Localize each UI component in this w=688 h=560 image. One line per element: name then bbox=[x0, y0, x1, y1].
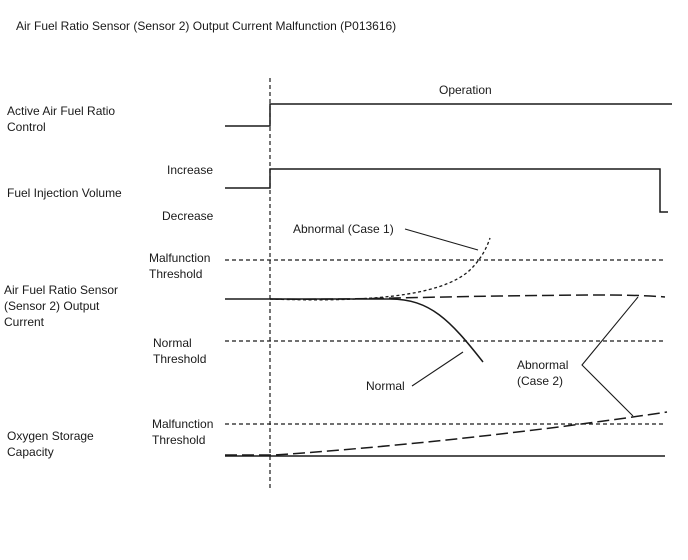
label-active-control-line2: Control bbox=[7, 120, 46, 134]
sensor-current-abnormal-case1-curve bbox=[269, 237, 491, 301]
label-malfunction-threshold-2-line2: Threshold bbox=[152, 433, 205, 447]
label-fuel-injection: Fuel Injection Volume bbox=[7, 186, 122, 200]
sensor-current-abnormal-case2-curve bbox=[269, 294, 666, 300]
label-oxygen-storage-line1: Oxygen Storage bbox=[7, 429, 94, 443]
label-increase: Increase bbox=[167, 163, 213, 177]
leader-abnormal-case2 bbox=[581, 296, 639, 417]
annotation-abnormal-case1: Abnormal (Case 1) bbox=[293, 222, 394, 236]
active-control-waveform bbox=[225, 103, 672, 127]
label-sensor-current-line2: (Sensor 2) Output bbox=[4, 299, 100, 313]
label-operation: Operation bbox=[439, 83, 492, 97]
leader-abnormal-case1 bbox=[404, 228, 479, 251]
label-normal-threshold-line1: Normal bbox=[153, 336, 192, 350]
label-sensor-current-line3: Current bbox=[4, 315, 45, 329]
label-malfunction-threshold-1-line1: Malfunction bbox=[149, 251, 210, 265]
label-normal-threshold-line2: Threshold bbox=[153, 352, 206, 366]
oxygen-storage-abnormal-case2-curve bbox=[225, 411, 668, 456]
fuel-injection-waveform bbox=[225, 168, 668, 213]
label-malfunction-threshold-2-line1: Malfunction bbox=[152, 417, 213, 431]
label-malfunction-threshold-1-line2: Threshold bbox=[149, 267, 202, 281]
annotation-normal: Normal bbox=[366, 379, 405, 393]
label-active-control-line1: Active Air Fuel Ratio bbox=[7, 104, 115, 118]
label-oxygen-storage-line2: Capacity bbox=[7, 445, 54, 459]
diagram-title: Air Fuel Ratio Sensor (Sensor 2) Output … bbox=[16, 19, 396, 33]
label-decrease: Decrease bbox=[162, 209, 214, 223]
annotation-abnormal-case2-line2: (Case 2) bbox=[517, 374, 563, 388]
annotation-abnormal-case2-line1: Abnormal bbox=[517, 358, 568, 372]
sensor-current-normal-curve bbox=[225, 298, 484, 363]
label-sensor-current-line1: Air Fuel Ratio Sensor bbox=[4, 283, 118, 297]
leader-normal bbox=[411, 351, 464, 387]
